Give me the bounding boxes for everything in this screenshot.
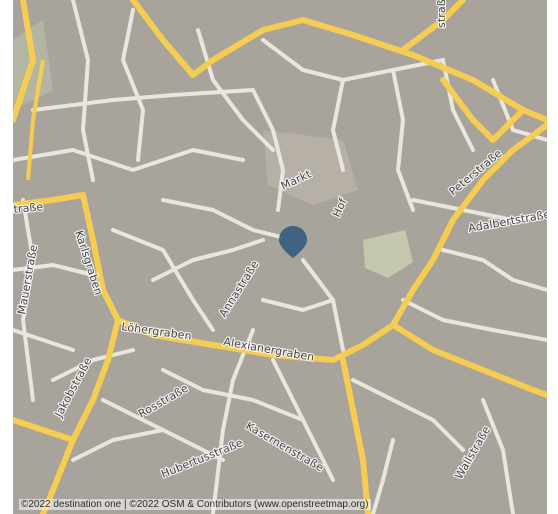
label-gstrasse: gstraße (13, 200, 44, 217)
svg-text:gstraße: gstraße (13, 200, 44, 217)
map-canvas[interactable]: Markt Markt Hof Hof Peterstraße Peterstr… (13, 0, 547, 514)
label-strasse-top: straße (435, 0, 448, 28)
map-view[interactable]: Markt Markt Hof Hof Peterstraße Peterstr… (13, 0, 547, 514)
marker-pin (279, 226, 307, 258)
major-roads (13, 0, 547, 514)
svg-text:straße: straße (435, 0, 448, 28)
map-background (13, 0, 547, 514)
location-marker-icon[interactable] (279, 226, 307, 258)
ring-highway (26, 59, 45, 181)
minor-streets (13, 0, 547, 514)
map-attribution[interactable]: ©2022 destination one | ©2022 OSM & Cont… (19, 499, 371, 510)
